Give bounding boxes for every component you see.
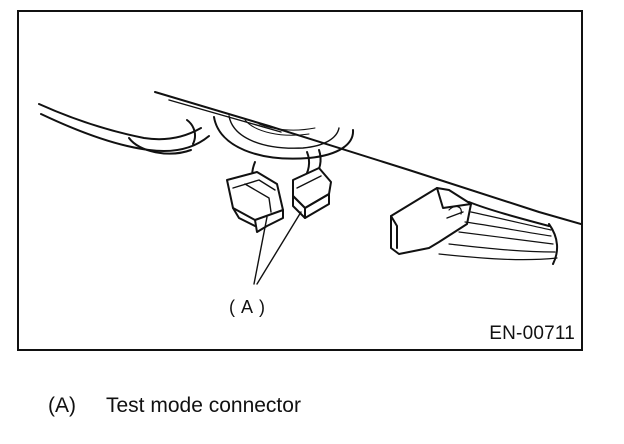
caption-tag: (A) — [48, 394, 76, 417]
caption-text: Test mode connector — [106, 394, 301, 417]
figure-frame: ( A ) EN-00711 — [17, 10, 583, 351]
body-edge-line — [154, 91, 581, 225]
figure-caption: (A) Test mode connector — [48, 394, 301, 418]
ribbed-drum — [438, 201, 559, 265]
right-component — [390, 187, 472, 255]
test-mode-connector-left — [226, 171, 284, 233]
harness-ring — [213, 116, 355, 160]
leader-line-right — [256, 211, 302, 285]
test-mode-connector-right — [292, 167, 332, 219]
engine-illustration — [38, 91, 581, 285]
callout-label-a: ( A ) — [229, 297, 267, 317]
leader-line-left — [253, 216, 268, 285]
left-bracket — [38, 103, 202, 141]
figure-code: EN-00711 — [489, 323, 575, 344]
